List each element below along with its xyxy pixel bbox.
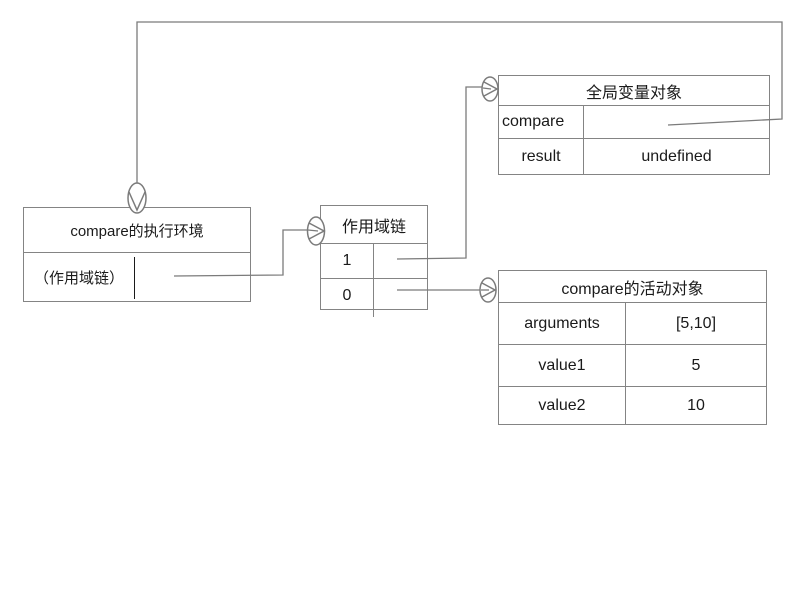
- scope-chain-pointer-row: （作用域链）: [24, 253, 250, 301]
- property-value: 5: [691, 356, 701, 374]
- property-name: value2: [499, 387, 626, 424]
- global-variable-object-table: 全局变量对象 compare result undefined: [498, 75, 770, 175]
- property-name: arguments: [499, 303, 626, 344]
- scope-chain-label: （作用域链）: [34, 269, 125, 287]
- table-row-compare: compare: [499, 106, 769, 138]
- scope-chain-slot-1: 1: [321, 244, 427, 278]
- scope-chain-title: 作用域链: [321, 206, 427, 244]
- activation-object-title: compare的活动对象: [499, 271, 766, 303]
- scope-chain-slot-0: 0: [321, 278, 427, 312]
- property-value: undefined: [641, 147, 712, 165]
- scope-chain-table: 作用域链 1 0: [320, 205, 428, 317]
- cell-divider: [134, 257, 135, 299]
- property-value: [5,10]: [675, 314, 717, 332]
- property-name: value1: [499, 345, 626, 386]
- table-row-value2: value2 10: [499, 386, 766, 424]
- execution-context-title: compare的执行环境: [24, 208, 250, 253]
- property-value: [584, 106, 769, 138]
- activation-object-table: compare的活动对象 arguments [5,10] value1 5 v…: [498, 270, 767, 425]
- slot-index: 0: [342, 286, 352, 304]
- offpage-connector-right-icon: [481, 76, 499, 102]
- table-row-result: result undefined: [499, 138, 769, 174]
- offpage-connector-right-icon: [479, 277, 497, 303]
- property-name: result: [499, 139, 584, 174]
- property-value: 10: [687, 396, 705, 414]
- table-row-value1: value1 5: [499, 344, 766, 386]
- execution-context-box: compare的执行环境 （作用域链）: [23, 207, 251, 302]
- global-variable-object-title: 全局变量对象: [499, 76, 769, 106]
- slot-pointer-cell: [373, 279, 427, 312]
- column-divider: [373, 244, 374, 317]
- table-row-arguments: arguments [5,10]: [499, 303, 766, 344]
- slot-index: 1: [342, 252, 352, 269]
- slot-pointer-cell: [373, 244, 427, 278]
- property-name: compare: [499, 106, 584, 138]
